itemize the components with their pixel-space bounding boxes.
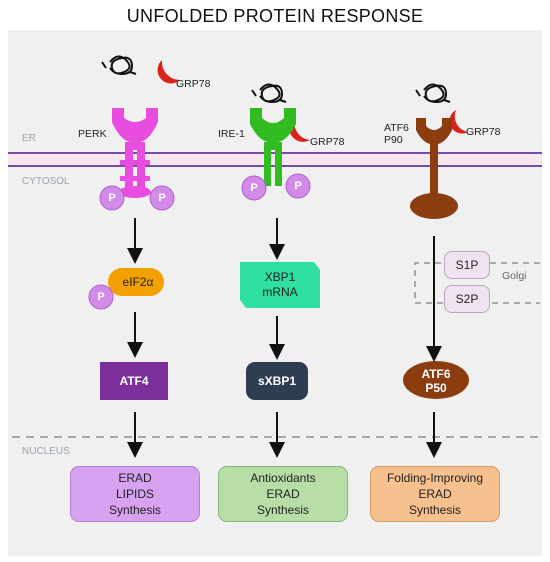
xbp1-mrna-label: XBP1 mRNA [262, 270, 298, 299]
grp78-icon [157, 60, 180, 84]
perk-outcome-box: ERAD LIPIDS Synthesis [70, 466, 200, 522]
golgi-label: Golgi [502, 270, 527, 282]
grp78-label: GRP78 [310, 136, 345, 148]
s1p-protease: S1P [444, 251, 490, 279]
atf6-receptor [410, 118, 458, 219]
phospho-circle [149, 185, 175, 211]
atf4-label: ATF4 [119, 374, 149, 388]
atf6-p50-shape [403, 361, 469, 399]
phospho-label: P [108, 192, 116, 204]
atf6-p90-label: ATF6 P90 [384, 122, 409, 146]
er-label: ER [22, 133, 36, 144]
sxbp1-shape [246, 362, 308, 400]
perk-label: PERK [78, 128, 107, 140]
s2p-protease: S2P [444, 285, 490, 313]
atf4-shape [100, 362, 168, 400]
diagram-title: UNFOLDED PROTEIN RESPONSE [126, 6, 424, 26]
eif2a-label: eIF2α [122, 275, 154, 289]
grp78-icon [449, 110, 468, 134]
eif2a-shape [108, 268, 164, 296]
golgi-compartment [414, 262, 540, 304]
grp78-label: GRP78 [466, 126, 501, 138]
perk-receptor [112, 108, 158, 198]
cytosol-label: CYTOSOL [22, 176, 70, 187]
phospho-circle [285, 173, 311, 199]
atf6-p50-label: ATF6 P50 [421, 367, 451, 395]
nucleus-label: NUCLEUS [22, 446, 70, 457]
xbp1-mrna-shape [240, 262, 320, 308]
ire1-label: IRE-1 [218, 128, 245, 140]
ire1-outcome-box: Antioxidants ERAD Synthesis [218, 466, 348, 522]
phospho-label: P [97, 291, 105, 303]
phospho-circle [88, 284, 114, 310]
phospho-circle [99, 185, 125, 211]
grp78-label: GRP78 [176, 78, 211, 90]
unfolded-protein-icon [415, 83, 451, 104]
phospho-label: P [250, 182, 258, 194]
phospho-circle [241, 175, 267, 201]
unfolded-protein-icon [101, 55, 137, 76]
phospho-label: P [158, 192, 166, 204]
signal-arrows [127, 218, 442, 458]
atf6-outcome-box: Folding-Improving ERAD Synthesis [370, 466, 500, 522]
ire1-receptor [250, 108, 296, 186]
phospho-label: P [294, 180, 302, 192]
sxbp1-label: sXBP1 [257, 374, 297, 388]
unfolded-protein-icon [251, 83, 287, 104]
